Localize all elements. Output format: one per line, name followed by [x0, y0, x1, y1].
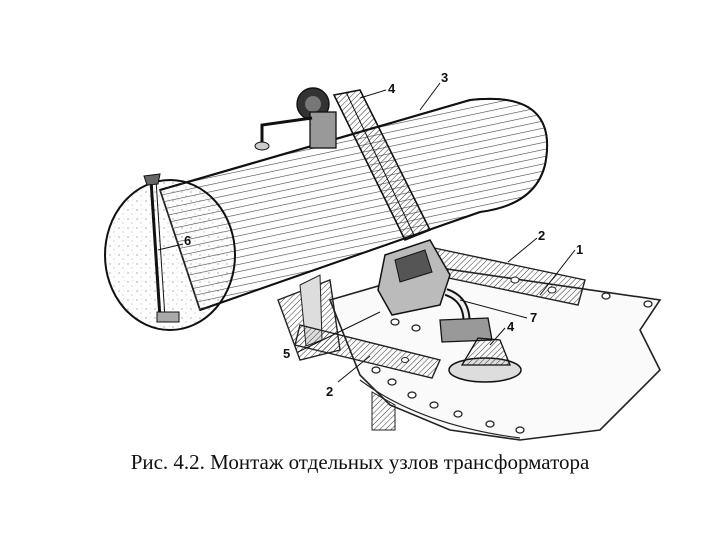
callout-7: 7 [530, 310, 537, 325]
tank-wall [371, 391, 396, 431]
flange-assembly [377, 239, 493, 343]
callout-5: 5 [283, 346, 290, 361]
gas-relay [254, 87, 337, 151]
figure-caption: Рис. 4.2. Монтаж отдельных узлов трансфо… [130, 450, 590, 474]
lid-bolts [371, 292, 653, 434]
callout-2-right: 2 [538, 228, 545, 243]
conservator-bracket [332, 89, 432, 242]
callout-6: 6 [184, 233, 191, 248]
callout-2-left: 2 [326, 384, 333, 399]
channel-bar-lower [294, 324, 441, 379]
callout-3: 3 [441, 70, 448, 85]
leader-lines [157, 82, 576, 383]
callout-4-top: 4 [388, 81, 396, 96]
bushing-base [448, 337, 522, 383]
callout-4-bottom: 4 [507, 319, 515, 334]
callout-1: 1 [576, 242, 583, 257]
